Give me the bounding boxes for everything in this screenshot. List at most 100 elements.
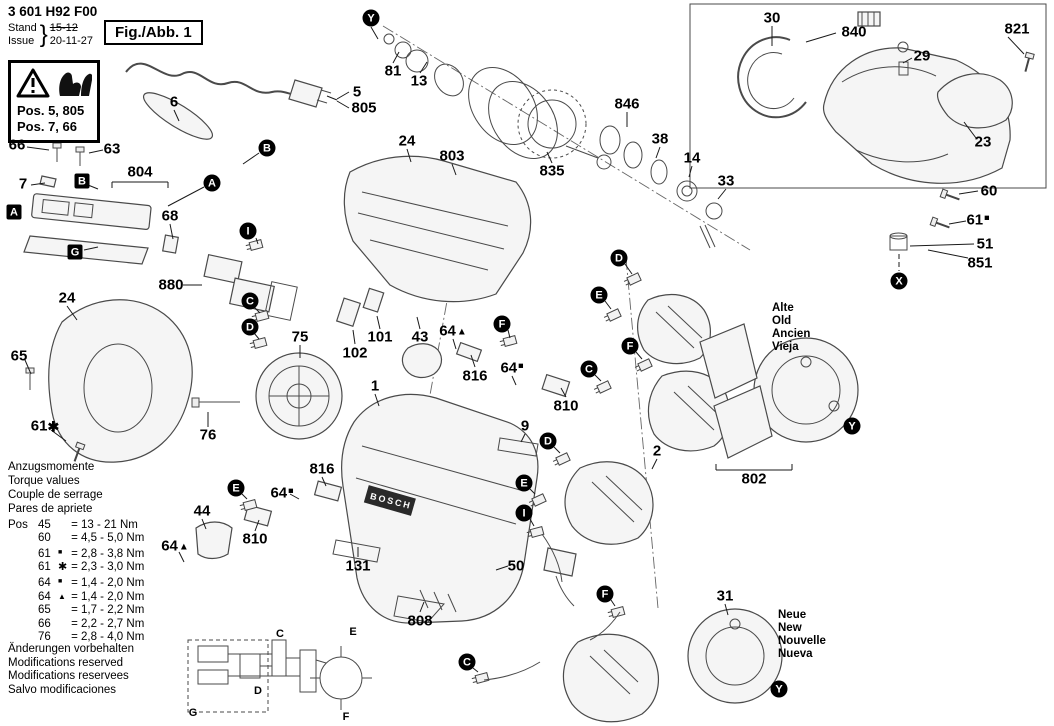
legend-new-line: Nouvelle [778,635,826,647]
part-label-816: 816 [309,460,335,478]
callout-i: I [515,504,533,522]
part-label-60: 60 [980,182,998,200]
callout-e: E [227,479,245,497]
torque-row-64: 64▲=1,4 - 2,0 Nm [38,591,145,604]
callout-y: Y [362,9,380,27]
part-label-24: 24 [58,289,76,307]
warning-icon [16,68,50,98]
part-label-50: 50 [507,557,525,575]
part-label-23: 23 [974,133,992,151]
callout-c: C [241,292,259,310]
part-label-835: 835 [539,162,565,180]
part-label-7: 7 [18,175,28,193]
torque-row-64: 64■=1,4 - 2,0 Nm [38,576,145,589]
torque-row-65: 65=1,7 - 2,2 Nm [38,604,145,617]
handle-drawing [25,299,240,464]
legend-old-line: Ancien [772,328,811,340]
top-cover-drawing [343,155,532,303]
issue-label: Issue [8,35,35,47]
part-label-803: 803 [439,147,465,165]
part-label-2: 2 [652,442,662,460]
callout-e: E [515,474,533,492]
part-label-846: 846 [614,95,640,113]
torque-row-60: 60=4,5 - 5,0 Nm [38,532,145,545]
footer-note-line: Modifications reservees [8,670,129,682]
callout-d: D [539,432,557,450]
torque-heading: Anzugsmomente [8,461,95,473]
part-label-1: 1 [370,377,380,395]
part-label-6: 6 [169,93,179,111]
callout-y: Y [843,417,861,435]
guard-old-drawing [699,323,859,459]
part-label-29: 29 [913,47,931,65]
torque-row-61: 61✱=2,3 - 3,0 Nm [38,561,145,574]
part-label-5: 5 [352,83,362,101]
part-label-31: 31 [716,587,734,605]
figure-label: Fig./Abb. 1 [104,20,203,45]
part-label-102: 102 [342,344,368,362]
callout-g: G [67,244,83,260]
part-label-810: 810 [242,530,268,548]
part-label-810: 810 [553,397,579,415]
part-label-64: 64■ [270,484,294,502]
callout-d: D [610,249,628,267]
part-label-68: 68 [161,207,179,225]
small-parts-drawing [195,287,577,623]
callout-f: F [621,337,639,355]
callout-y: Y [770,680,788,698]
field-coils-old-drawing [564,293,731,545]
callout-a: A [6,204,22,220]
part-label-880: 880 [158,276,184,294]
part-label-805: 805 [351,99,377,117]
power-cord-drawing [125,62,332,140]
callout-d: D [241,318,259,336]
part-label-14: 14 [683,149,701,167]
torque-row-66: 66=2,2 - 2,7 Nm [38,617,145,630]
part-label-64: 64▲ [439,322,467,340]
part-label-65: 65 [10,347,28,365]
right-screws-drawing [889,188,962,251]
footer-note-line: Salvo modificaciones [8,683,117,696]
part-label-821: 821 [1004,20,1030,38]
part-label-802: 802 [741,470,767,488]
legend-old-line: Alte [772,302,794,314]
legend-new-line: New [778,622,802,634]
stand-label: Stand [8,22,37,34]
callout-x: X [890,272,908,290]
revision-block: Stand Issue } 15-12 20-11-27 [8,21,93,49]
callout-a: A [203,174,221,192]
part-label-30: 30 [763,9,781,27]
part-label-66: 66 [8,136,26,154]
safety-icons [14,67,94,99]
part-label-64: 64▲ [161,537,189,555]
callout-b: B [74,173,90,189]
part-label-76: 76 [199,426,217,444]
part-label-75: 75 [291,328,309,346]
part-label-38: 38 [651,130,669,148]
part-label-9: 9 [520,417,530,435]
schematic-label-f: F [342,711,350,723]
schematic-label-g: G [188,707,198,719]
legend-old-line: Old [772,315,792,327]
safety-pos-line-2: Pos. 7, 66 [17,119,77,134]
callout-b: B [258,139,276,157]
callout-e: E [590,286,608,304]
footer-note-line: Modifications reserved [8,656,124,669]
part-label-43: 43 [411,328,429,346]
gear-housing-drawing [737,11,1036,184]
torque-pos-label: Pos [8,519,28,531]
part-label-33: 33 [717,172,735,190]
kit-box-outline [689,3,1047,189]
bearing-rings-drawing [599,125,723,249]
part-label-13: 13 [410,72,428,90]
part-label-101: 101 [367,328,393,346]
torque-heading: Pares de apriete [8,503,93,515]
part-label-840: 840 [841,23,867,41]
armature-drawing [383,33,612,170]
